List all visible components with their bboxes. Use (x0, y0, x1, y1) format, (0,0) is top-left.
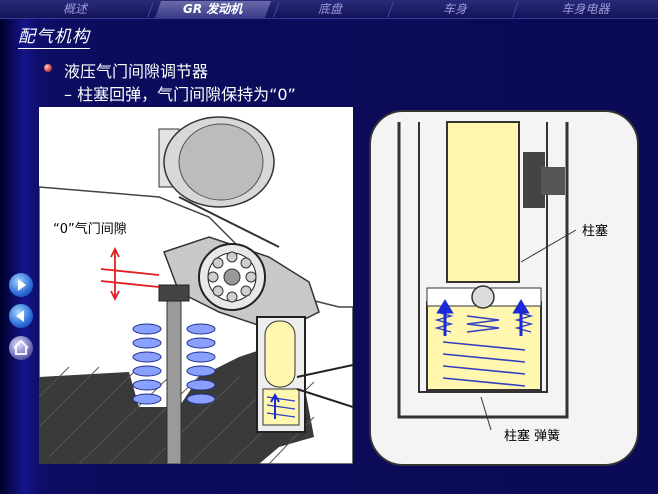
bullet-heading: 液压气门间隙调节器 (64, 62, 209, 81)
nav-separator (273, 2, 280, 17)
nav-separator (147, 2, 154, 17)
lash-adjuster-illustration (397, 121, 577, 431)
nav-item-chassis[interactable]: 底盘 (317, 2, 342, 16)
nav-separator (512, 2, 519, 17)
nav-item-overview[interactable]: 概述 (62, 2, 87, 16)
bullet-icon (44, 64, 52, 72)
plunger-spring-label: 柱塞 弹簧 (504, 429, 561, 444)
zero-clearance-label: “0”气门间隙 (53, 222, 127, 237)
arrow-left-icon[interactable] (9, 304, 33, 328)
valve-train-diagram: “0”气门间隙 (39, 107, 353, 464)
nav-item-engine[interactable]: GR 发动机 (154, 1, 272, 18)
home-icon[interactable] (9, 336, 33, 360)
nav-item-body-electrical[interactable]: 车身电器 (561, 2, 610, 16)
plunger-label: 柱塞 (582, 224, 609, 239)
page-title: 配气机构 (18, 22, 90, 49)
nav-item-body[interactable]: 车身 (442, 2, 467, 16)
arrow-right-icon[interactable] (9, 273, 33, 297)
valve-train-illustration (39, 116, 353, 464)
bullet-subtext: – 柱塞回弹，气门间隙保持为“0” (64, 85, 296, 104)
top-nav: 概述 GR 发动机 底盘 车身 车身电器 (0, 0, 658, 19)
lash-adjuster-detail: 柱塞 柱塞 弹簧 (369, 110, 639, 466)
left-bar (0, 0, 40, 494)
nav-separator (387, 2, 394, 17)
